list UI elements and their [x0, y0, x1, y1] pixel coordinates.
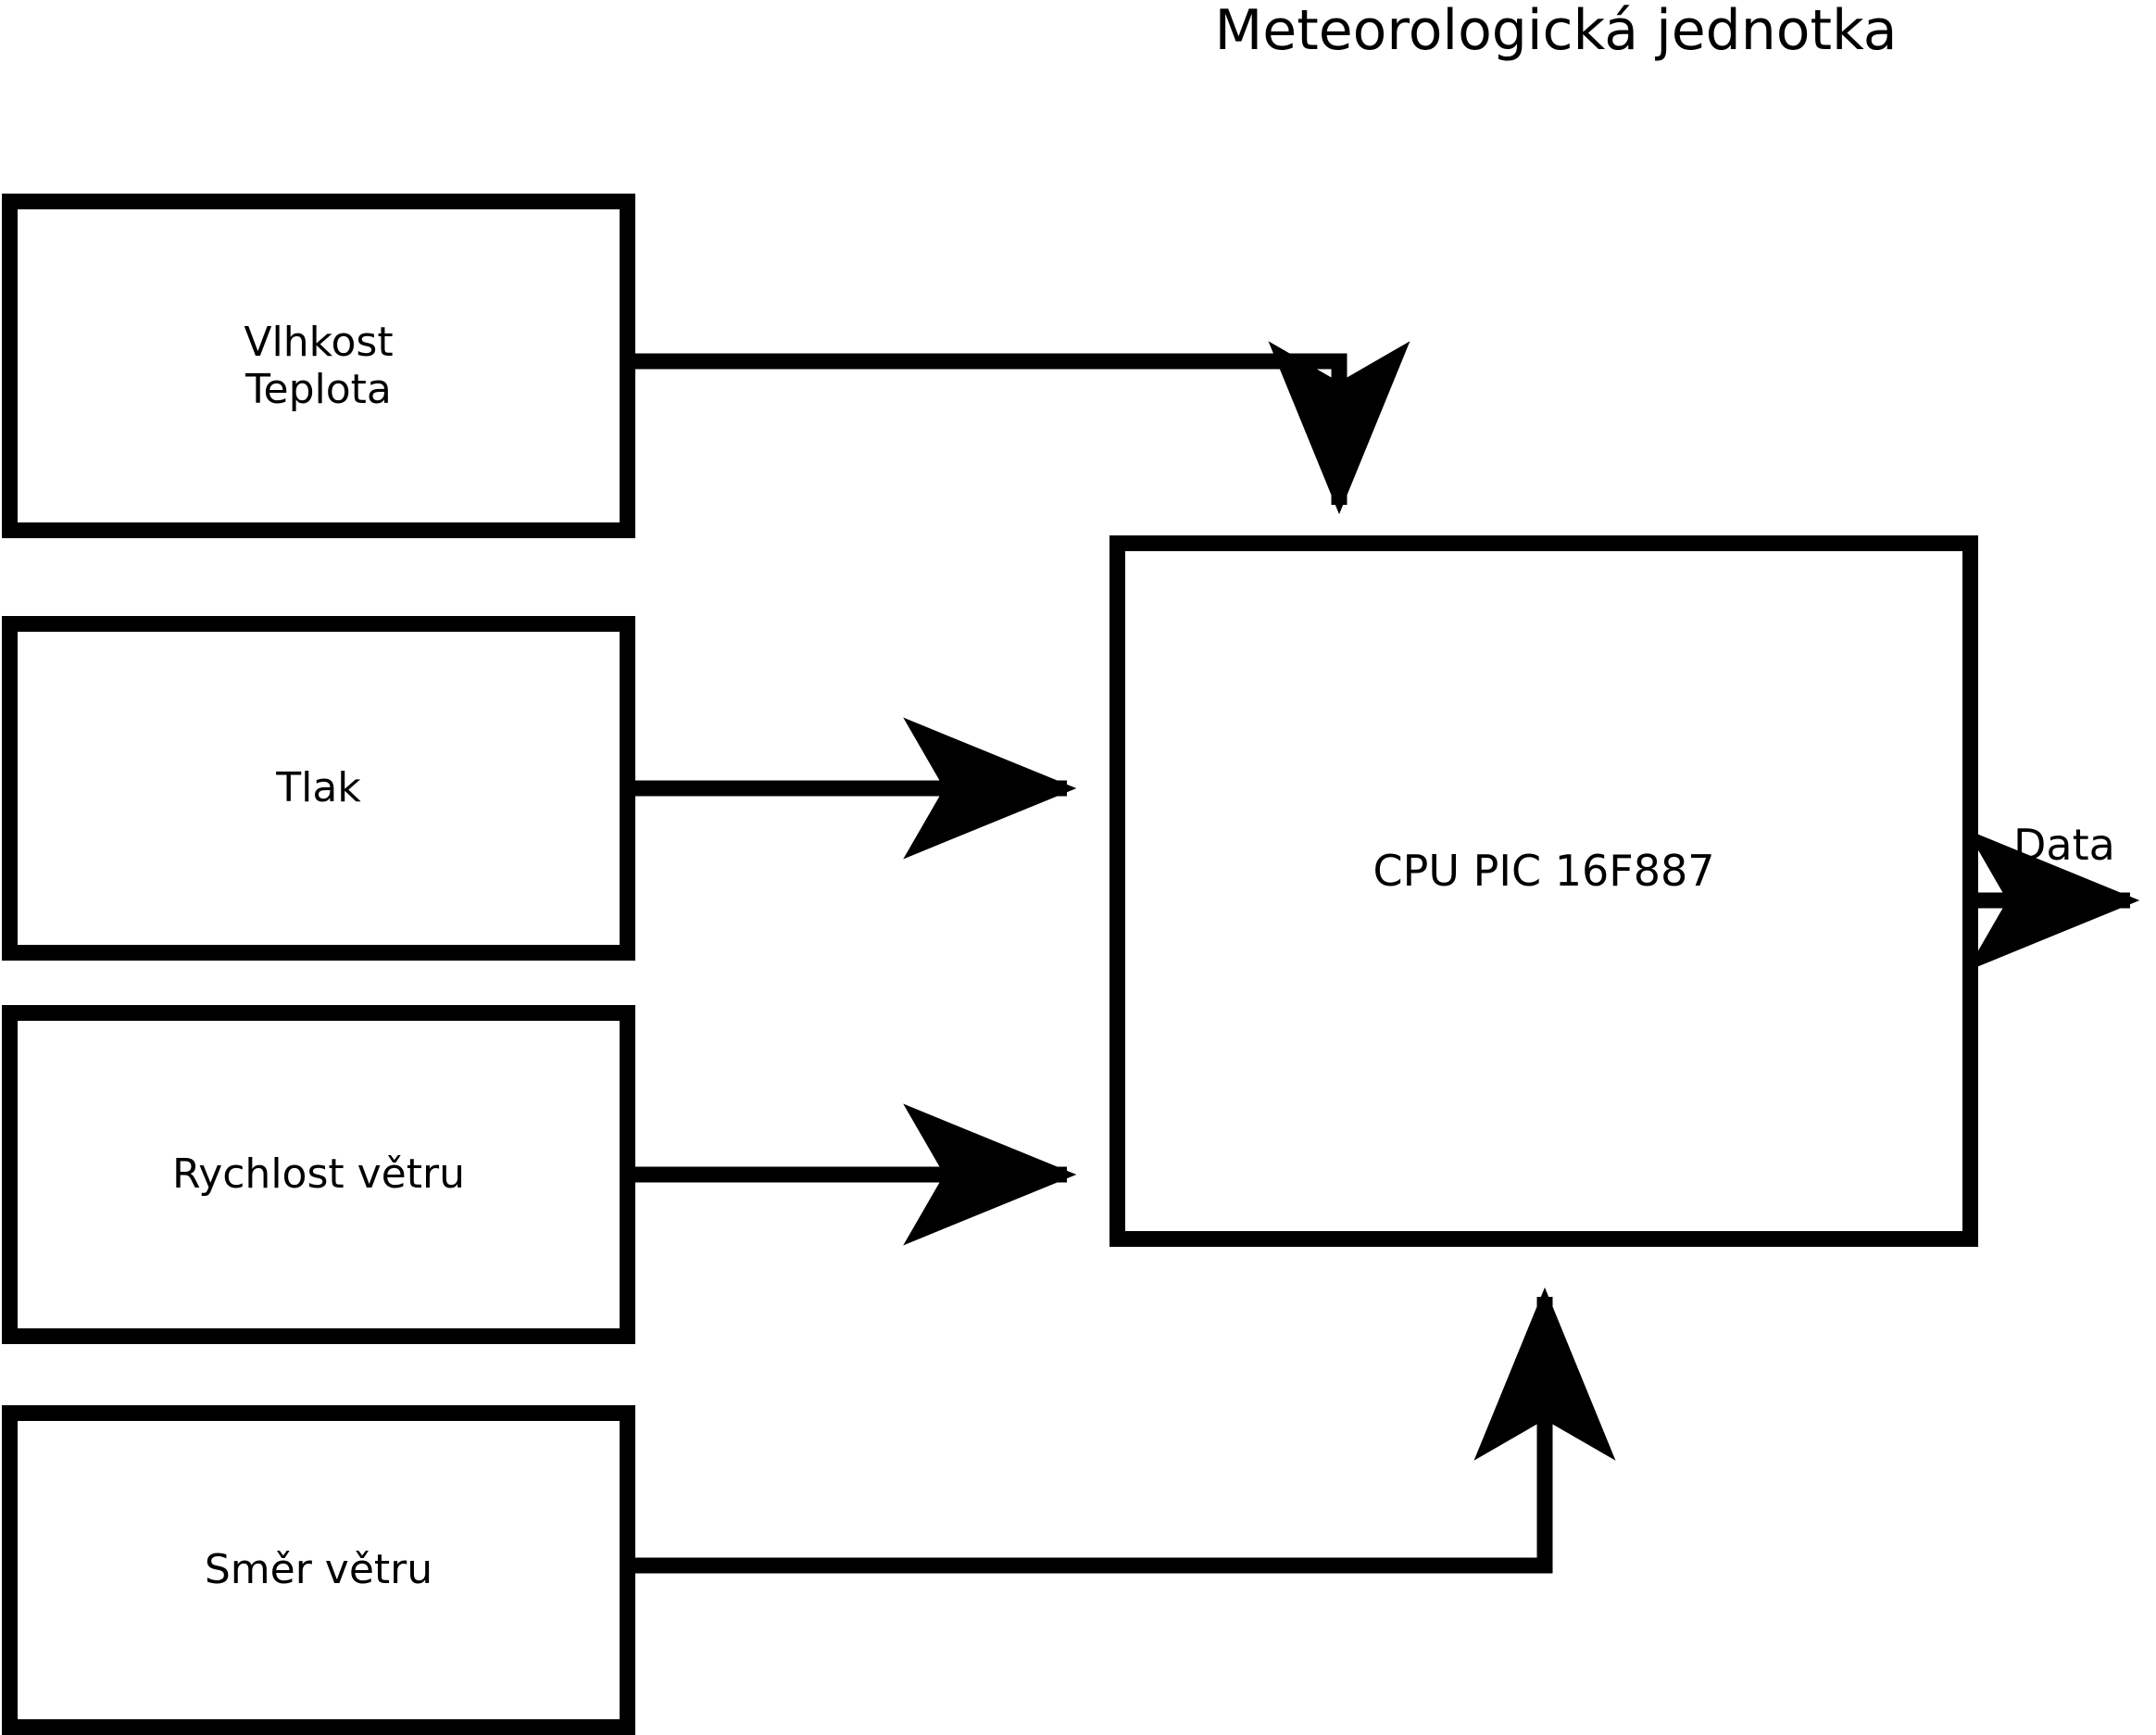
block-label: Směr větru: [204, 1546, 433, 1594]
block-label: CPU PIC 16F887: [1373, 846, 1715, 896]
block-label: Vlhkost Teplota: [244, 318, 394, 413]
block-pressure[interactable]: Tlak: [2, 616, 635, 961]
connector-sensor4-to-cpu: [635, 1287, 1616, 1574]
block-label: Tlak: [276, 764, 361, 812]
block-label: Rychlost větru: [172, 1150, 465, 1199]
block-humidity-temperature[interactable]: Vlhkost Teplota: [2, 194, 635, 538]
edge-label-data-output: Data: [2013, 820, 2115, 870]
page-title: Meteorologická jednotka: [1214, 0, 1898, 63]
connector-sensor1-to-cpu: [635, 341, 1410, 515]
block-wind-direction[interactable]: Směr větru: [2, 1405, 635, 1735]
block-wind-speed[interactable]: Rychlost větru: [2, 1005, 635, 1344]
block-cpu[interactable]: CPU PIC 16F887: [1109, 535, 1978, 1247]
